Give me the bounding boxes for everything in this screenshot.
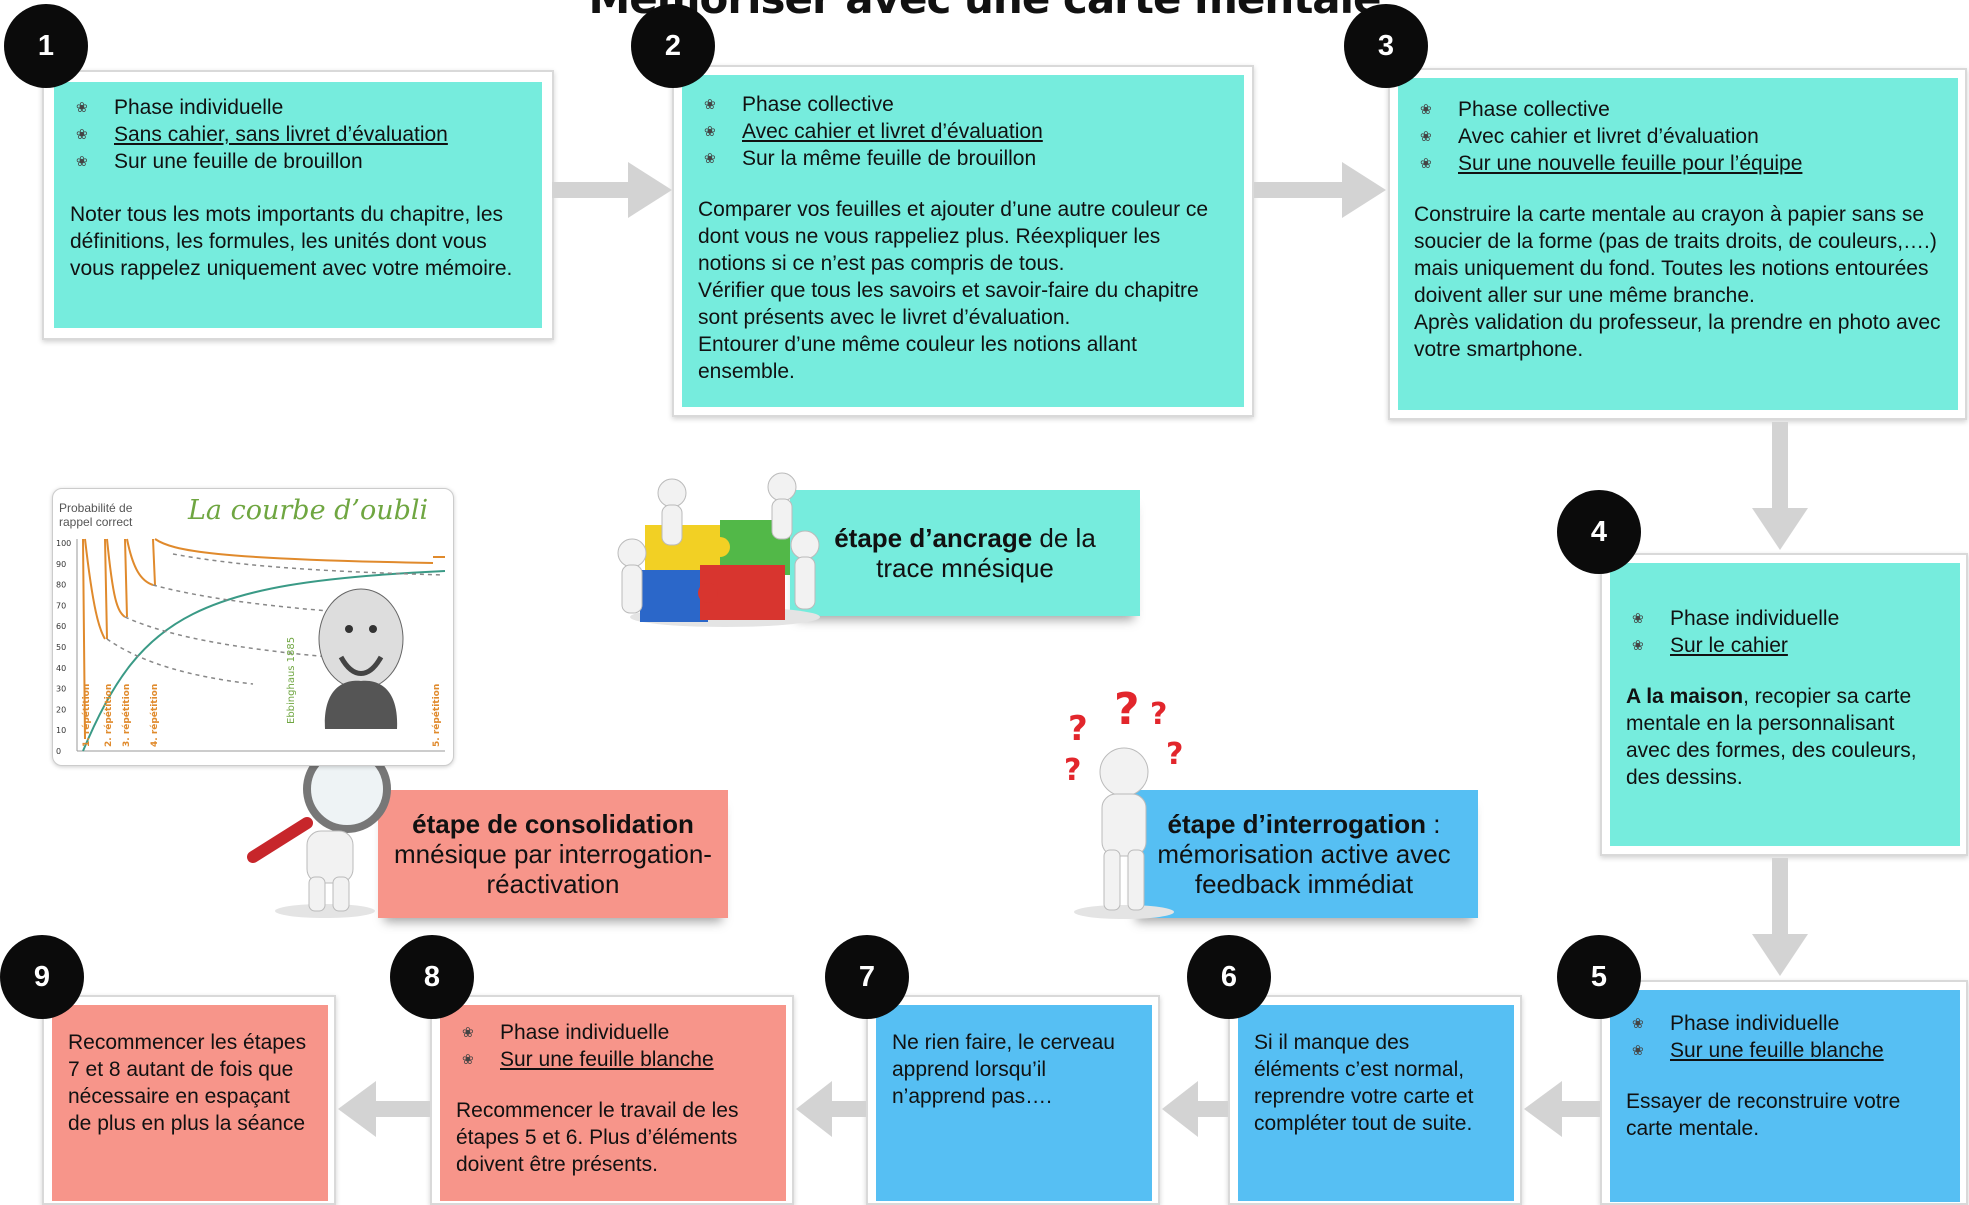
step-4-number-badge: 4 bbox=[1557, 490, 1641, 574]
step-3-bullet: Phase collective bbox=[1458, 98, 1610, 121]
stage-interrogation-bold: étape d’interrogation bbox=[1167, 809, 1427, 839]
chart-repetition-label: 5. répétition bbox=[431, 684, 442, 747]
svg-text:?: ? bbox=[1068, 709, 1088, 749]
step-5-bullet: Phase individuelle bbox=[1670, 1012, 1840, 1035]
step-9-text: Recommencer les étapes 7 et 8 autant de … bbox=[68, 1031, 307, 1135]
chart-ytick-label: 10 bbox=[56, 726, 66, 735]
chart-ytick-label: 70 bbox=[56, 601, 66, 610]
step-1-bullet: Sans cahier, sans livret d’évaluation bbox=[114, 123, 448, 146]
step-9-box: Recommencer les étapes 7 et 8 autant de … bbox=[52, 1005, 328, 1201]
arrow-right-icon bbox=[552, 162, 672, 218]
step-1-text: Noter tous les mots importants du chapit… bbox=[70, 203, 513, 280]
chart-repetition-label: 4. répétition bbox=[149, 684, 160, 747]
chart-ytick-label: 20 bbox=[56, 705, 66, 714]
chart-author-label: Ebbinghaus 1885 bbox=[286, 637, 297, 724]
chart-ytick-label: 0 bbox=[56, 747, 61, 756]
thinking-figure-icon: ? ? ? ? ? bbox=[1064, 690, 1183, 919]
step-2-text: Comparer vos feuilles et ajouter d’une a… bbox=[698, 198, 1209, 275]
step-5-text: Essayer de reconstruire votre carte ment… bbox=[1626, 1090, 1901, 1140]
svg-text:?: ? bbox=[1150, 697, 1167, 732]
step-4-bullet: Sur le cahier bbox=[1670, 634, 1788, 657]
step-2-text: Vérifier que tous les savoirs et savoir-… bbox=[698, 279, 1199, 329]
page-title: Mémoriser avec une carte mentale bbox=[0, 0, 1969, 23]
stage-ancrage-bold: étape d’ancrage bbox=[834, 523, 1033, 553]
chart-ylabel: Probabilité de rappel correct bbox=[59, 501, 133, 529]
step-3-bullet: Sur une nouvelle feuille pour l’équipe bbox=[1458, 152, 1803, 175]
step-7-text: Ne rien faire, le cerveau apprend lorsqu… bbox=[892, 1031, 1115, 1108]
magnifier-figure-icon bbox=[247, 745, 391, 918]
stage-interrogation-text: : mémorisation active avec feedback immé… bbox=[1157, 809, 1451, 899]
arrow-right-icon bbox=[1254, 162, 1386, 218]
svg-text:?: ? bbox=[1166, 737, 1183, 772]
step-8-bullet: Phase individuelle bbox=[500, 1021, 670, 1044]
stage-consolidation-bold: étape de consolidation bbox=[412, 809, 694, 839]
svg-text:?: ? bbox=[1064, 753, 1081, 788]
chart-repetition-label: 3. répétition bbox=[121, 684, 132, 747]
step-9-number-badge: 9 bbox=[0, 935, 84, 1019]
arrow-left-icon bbox=[1524, 1081, 1600, 1137]
step-8-bullet: Sur une feuille blanche bbox=[500, 1048, 714, 1071]
step-2-text: Entourer d’une même couleur les notions … bbox=[698, 333, 1137, 383]
step-5-bullet: Sur une feuille blanche bbox=[1670, 1039, 1884, 1062]
step-7-box: Ne rien faire, le cerveau apprend lorsqu… bbox=[876, 1005, 1152, 1201]
arrow-down-icon bbox=[1752, 422, 1808, 550]
step-1-box: Phase individuelle Sans cahier, sans liv… bbox=[54, 82, 542, 328]
portrait-icon bbox=[318, 588, 404, 729]
step-6-number-badge: 6 bbox=[1187, 935, 1271, 1019]
step-4-body-text: , recopier sa carte mentale en la person… bbox=[1626, 685, 1917, 789]
arrow-left-icon bbox=[796, 1081, 866, 1137]
stage-ancrage-label: étape d’ancrage de la trace mnésique bbox=[790, 490, 1140, 616]
step-8-number-badge: 8 bbox=[390, 935, 474, 1019]
chart-ytick-label: 60 bbox=[56, 622, 66, 631]
step-3-bullet: Avec cahier et livret d’évaluation bbox=[1458, 125, 1759, 148]
chart-ytick-label: 90 bbox=[56, 560, 66, 569]
step-4-bullet: Phase individuelle bbox=[1670, 607, 1840, 630]
chart-repetition-label: 1. répétition bbox=[81, 684, 92, 747]
arrow-down-icon bbox=[1752, 858, 1808, 976]
chart-ytick-label: 50 bbox=[56, 643, 66, 652]
chart-repetition-label: 2. répétition bbox=[103, 684, 114, 747]
forgetting-curve-chart: Probabilité de rappel correct La courbe … bbox=[52, 488, 454, 766]
step-2-bullet: Avec cahier et livret d’évaluation bbox=[742, 120, 1043, 143]
arrow-left-icon bbox=[1162, 1081, 1228, 1137]
step-2-box: Phase collective Avec cahier et livret d… bbox=[682, 75, 1244, 407]
step-2-bullet: Sur la même feuille de brouillon bbox=[742, 147, 1037, 170]
step-8-box: Phase individuelle Sur une feuille blanc… bbox=[440, 1005, 786, 1201]
step-1-number-badge: 1 bbox=[4, 4, 88, 88]
stage-interrogation-label: étape d’interrogation : mémorisation act… bbox=[1130, 790, 1478, 918]
step-2-bullet: Phase collective bbox=[742, 93, 894, 116]
step-3-text: Construire la carte mentale au crayon à … bbox=[1414, 203, 1937, 307]
step-3-text: Après validation du professeur, la prend… bbox=[1414, 311, 1941, 361]
step-4-bold-text: A la maison bbox=[1626, 685, 1744, 708]
step-5-box: Phase individuelle Sur une feuille blanc… bbox=[1610, 990, 1960, 1202]
step-8-text: Recommencer le travail de les étapes 5 e… bbox=[456, 1099, 739, 1176]
chart-ytick-label: 80 bbox=[56, 581, 66, 590]
step-2-number-badge: 2 bbox=[631, 4, 715, 88]
step-6-box: Si il manque des éléments c’est normal, … bbox=[1238, 1005, 1514, 1201]
chart-ytick-label: 40 bbox=[56, 664, 66, 673]
puzzle-figures-icon bbox=[617, 472, 820, 627]
chart-ytick-label: 30 bbox=[56, 685, 66, 694]
step-1-bullet: Phase individuelle bbox=[114, 96, 284, 119]
stage-consolidation-label: étape de consolidation mnésique par inte… bbox=[378, 790, 728, 918]
arrow-left-icon bbox=[338, 1081, 430, 1137]
chart-ytick-label: 100 bbox=[56, 539, 71, 548]
stage-ancrage-text: de la trace mnésique bbox=[876, 523, 1096, 583]
step-5-number-badge: 5 bbox=[1557, 935, 1641, 1019]
step-3-box: Phase collective Avec cahier et livret d… bbox=[1398, 78, 1958, 410]
step-7-number-badge: 7 bbox=[825, 935, 909, 1019]
step-4-text: A la maison, recopier sa carte mentale e… bbox=[1626, 683, 1944, 791]
stage-consolidation-text: mnésique par interrogation-réactivation bbox=[394, 839, 712, 899]
step-6-text: Si il manque des éléments c’est normal, … bbox=[1254, 1031, 1474, 1135]
step-3-number-badge: 3 bbox=[1344, 4, 1428, 88]
svg-text:?: ? bbox=[1114, 690, 1140, 735]
step-4-box: Phase individuelle Sur le cahier A la ma… bbox=[1610, 563, 1960, 846]
step-1-bullet: Sur une feuille de brouillon bbox=[114, 150, 363, 173]
chart-title: La courbe d’oubli bbox=[188, 495, 429, 526]
